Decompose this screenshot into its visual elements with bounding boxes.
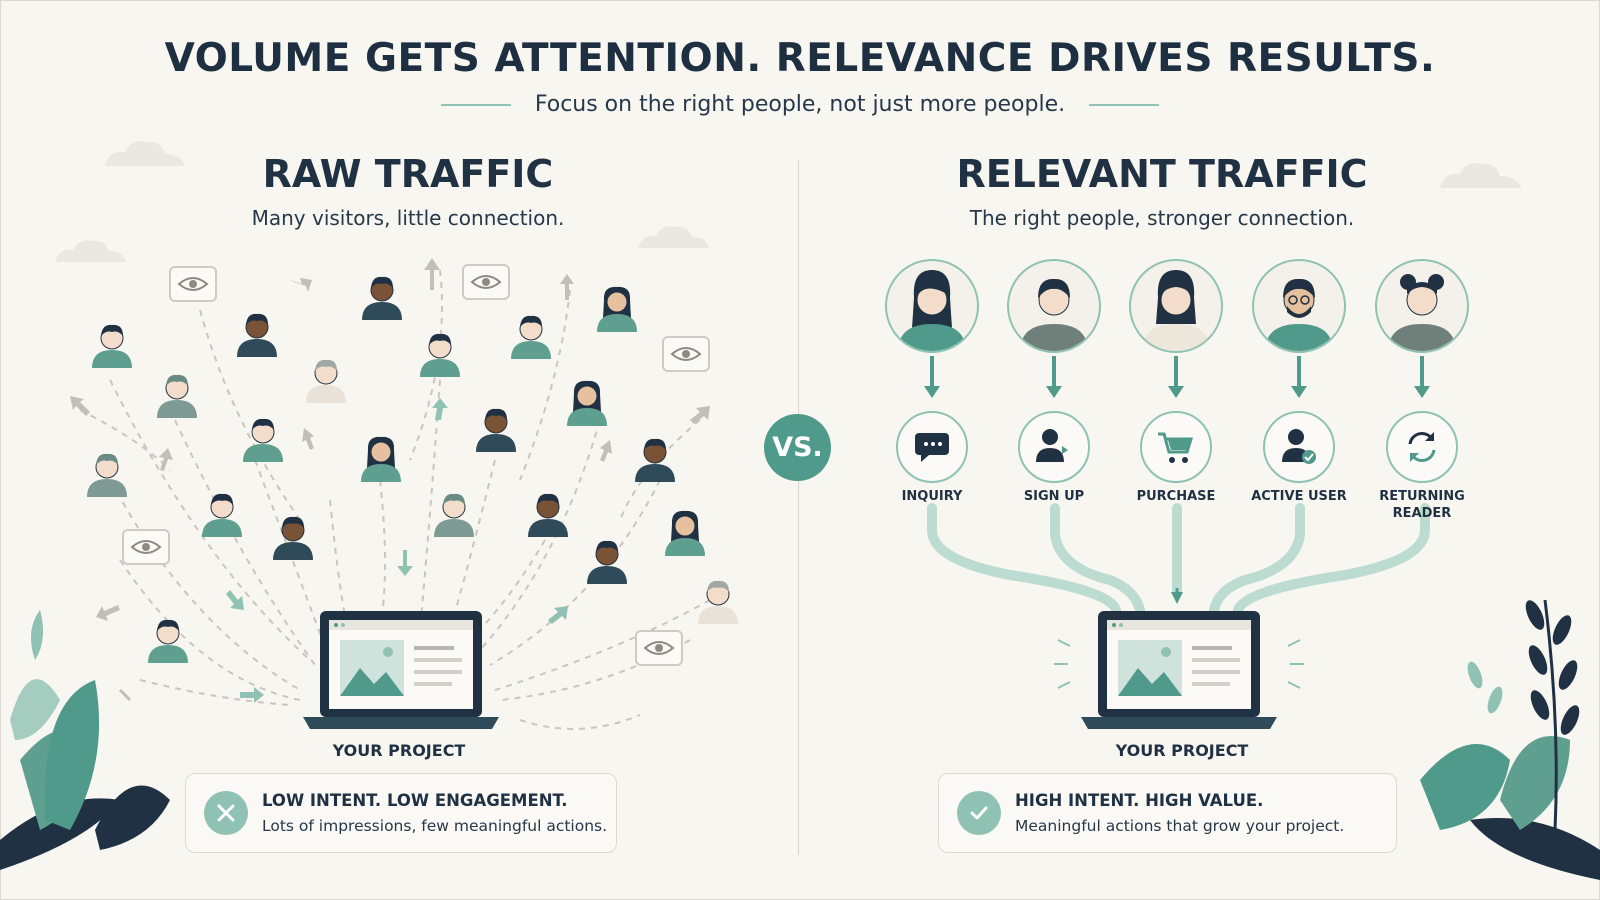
- chat-bubble-icon: [896, 411, 968, 483]
- left-laptop: [303, 611, 499, 729]
- panel-divider: [798, 160, 799, 855]
- action-label-active-user: ACTIVE USER: [1251, 489, 1347, 504]
- person-portrait: [1252, 259, 1346, 353]
- action-label-inquiry: INQUIRY: [901, 489, 963, 504]
- high-intent-text: Meaningful actions that grow your projec…: [1015, 817, 1345, 835]
- left-project-label: YOUR PROJECT: [332, 741, 466, 760]
- person-portrait: [1007, 259, 1101, 353]
- low-intent-text: Lots of impressions, few meaningful acti…: [262, 817, 608, 835]
- left-plant: [0, 610, 170, 870]
- subtitle-rule-left: [440, 103, 511, 106]
- relevant-traffic-title: RELEVANT TRAFFIC: [956, 152, 1368, 196]
- main-title: VOLUME GETS ATTENTION. RELEVANCE DRIVES …: [164, 36, 1436, 81]
- cart-icon: [1140, 411, 1212, 483]
- right-laptop: [1054, 611, 1304, 729]
- vs-badge: VS.: [764, 414, 831, 481]
- raw-traffic-subtitle: Many visitors, little connection.: [251, 206, 565, 230]
- check-icon: [957, 791, 1001, 835]
- raw-traffic-title: RAW TRAFFIC: [262, 152, 554, 196]
- subtitle-row: Focus on the right people, not just more…: [0, 92, 1600, 117]
- user-check-icon: [1263, 411, 1335, 483]
- right-project-label: YOUR PROJECT: [1115, 741, 1249, 760]
- subtitle-rule-right: [1089, 103, 1160, 106]
- action-label-sign-up: SIGN UP: [1023, 489, 1085, 504]
- traffic-arrows: [226, 398, 568, 703]
- high-intent-heading: HIGH INTENT. HIGH VALUE.: [1015, 791, 1264, 810]
- person-portrait: [885, 259, 979, 353]
- subtitle: Focus on the right people, not just more…: [534, 92, 1066, 117]
- down-arrows: [924, 356, 1430, 398]
- relevant-people: [885, 259, 1469, 353]
- conversion-paths: [927, 503, 1430, 615]
- person-portrait: [1129, 259, 1223, 353]
- person-portrait: [1375, 259, 1469, 353]
- relevant-traffic-subtitle: The right people, stronger connection.: [969, 206, 1355, 230]
- faded-arrows: [70, 258, 710, 702]
- action-label-returning-reader: RETURNING READER: [1379, 489, 1465, 521]
- high-intent-box: HIGH INTENT. HIGH VALUE. Meaningful acti…: [938, 773, 1397, 853]
- x-icon: [204, 791, 248, 835]
- low-intent-box: LOW INTENT. LOW ENGAGEMENT. Lots of impr…: [185, 773, 617, 853]
- low-intent-heading: LOW INTENT. LOW ENGAGEMENT.: [262, 791, 568, 810]
- user-add-icon: [1018, 411, 1090, 483]
- action-label-purchase: PURCHASE: [1136, 489, 1216, 504]
- refresh-icon: [1386, 411, 1458, 483]
- right-plant: [1420, 599, 1600, 880]
